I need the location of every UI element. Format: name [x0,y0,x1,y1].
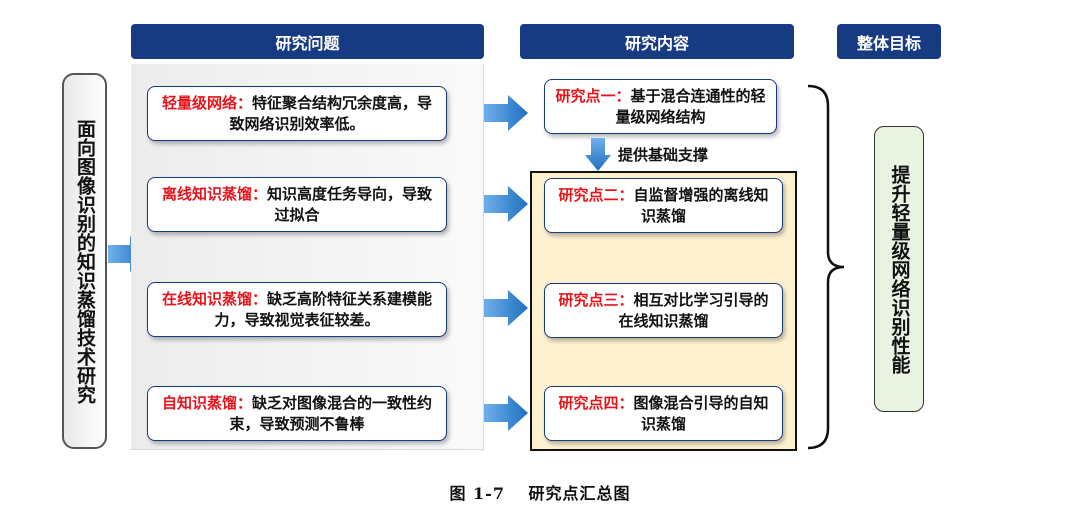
research-point-two: 研究点二：自监督增强的离线知识蒸馏 [544,178,783,233]
problem-key: 离线知识蒸馏： [161,184,267,203]
problem-box-lightweight: 轻量级网络：特征聚合结构冗余度高，导致网络识别效率低。 [147,86,447,141]
right-brace-icon [806,84,846,454]
problem-key: 在线知识蒸馏： [161,289,267,308]
figure-caption: 图 1-7 研究点汇总图 [449,484,631,503]
problem-text: 知识高度任务导向，导致过拟合 [267,184,433,224]
point-text: 图像混合引导的自知识蒸馏 [633,393,769,433]
header-research-problem: 研究问题 [131,24,484,59]
point-key: 研究点二： [558,185,634,204]
problem-box-offline-kd: 离线知识蒸馏：知识高度任务导向，导致过拟合 [147,177,447,232]
point-key: 研究点四： [558,393,634,412]
point-text: 基于混合连通性的轻量级网络结构 [615,86,766,126]
left-title: 面向图像识别的知识蒸馏技术研究 [62,73,107,449]
research-point-three: 研究点三：相互对比学习引导的在线知识蒸馏 [544,283,783,338]
problem-text: 缺乏高阶特征关系建模能力，导致视觉表征较差。 [214,289,433,329]
point-key: 研究点一： [555,86,631,105]
goal-box: 提升轻量级网络识别性能 [874,126,924,412]
point-text: 相互对比学习引导的在线知识蒸馏 [618,290,769,330]
problem-box-online-kd: 在线知识蒸馏：缺乏高阶特征关系建模能力，导致视觉表征较差。 [147,282,447,337]
down-arrow-icon [585,138,611,171]
problem-text: 特征聚合结构冗余度高，导致网络识别效率低。 [229,93,433,133]
header-research-content: 研究内容 [520,24,794,59]
research-point-four: 研究点四：图像混合引导的自知识蒸馏 [544,386,783,441]
support-label: 提供基础支撑 [618,146,709,164]
point-key: 研究点三： [558,290,634,309]
problem-key: 自知识蒸馏： [161,393,252,412]
right-arrow-icon [484,186,528,222]
point-text: 自监督增强的离线知识蒸馏 [633,185,769,225]
right-arrow-icon [484,290,528,326]
right-arrow-icon [484,95,528,131]
header-overall-goal: 整体目标 [837,24,941,59]
research-point-one: 研究点一：基于混合连通性的轻量级网络结构 [544,79,777,134]
problem-key: 轻量级网络： [161,93,252,112]
problem-text: 缺乏对图像混合的一致性约束，导致预测不鲁棒 [229,393,433,433]
right-arrow-icon [484,395,528,431]
problem-box-self-kd: 自知识蒸馏：缺乏对图像混合的一致性约束，导致预测不鲁棒 [147,386,447,441]
